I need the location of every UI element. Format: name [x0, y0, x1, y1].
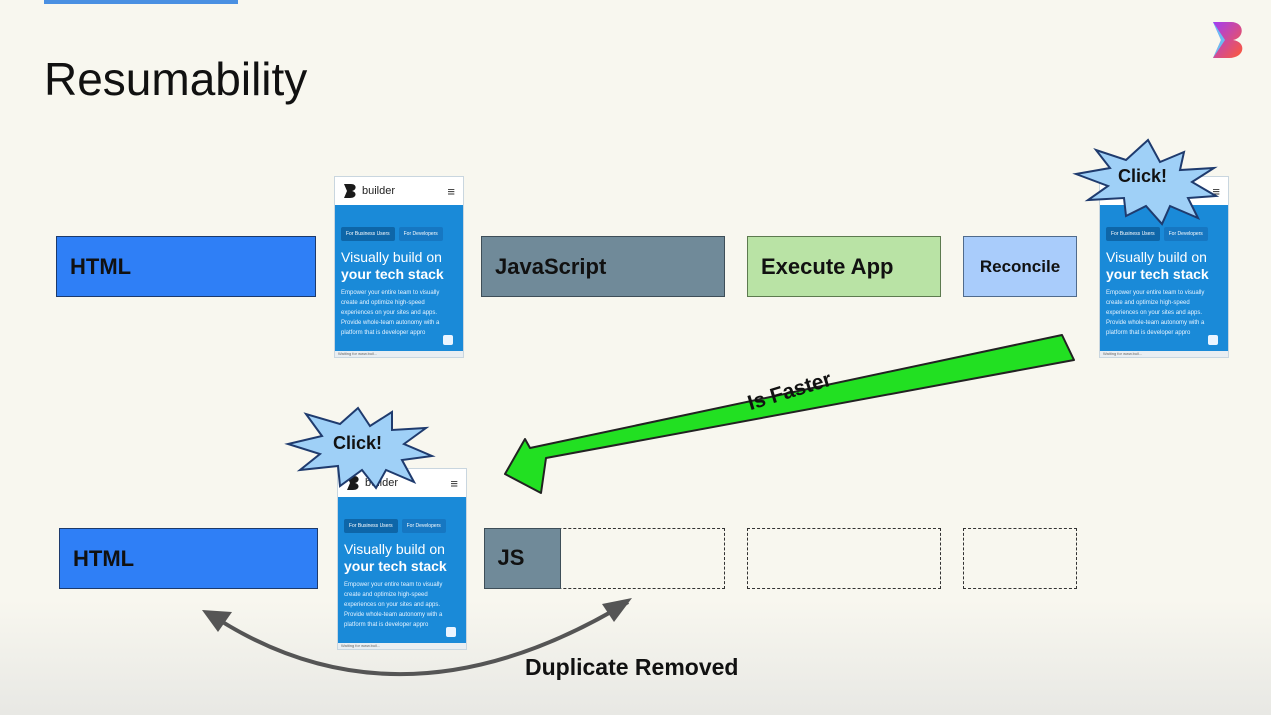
phone-headline: Visually build on your tech stack [1106, 249, 1209, 282]
row1-javascript-block: JavaScript [481, 236, 725, 297]
duplicate-arrow-head-left-icon [202, 610, 232, 632]
duplicate-removed-label: Duplicate Removed [525, 654, 739, 680]
menu-icon: ≡ [1212, 183, 1220, 199]
top-accent-bar [44, 0, 238, 4]
phone-headline: Visually build on your tech stack [341, 249, 444, 282]
phone-tab-developers: For Developers [1163, 227, 1208, 241]
faster-arrow-icon [504, 334, 1075, 494]
chat-icon [443, 335, 453, 345]
phone-tab-business: For Business Users [341, 227, 395, 241]
builder-mark-icon [344, 184, 356, 198]
phone-mockup: builder ≡ For Business Users For Develop… [334, 176, 464, 358]
row2-javascript-placeholder: JS [483, 527, 725, 589]
row2-js-block: JS [483, 527, 561, 589]
phone-status-bar: Waiting for www.buil... [338, 643, 466, 649]
menu-icon: ≡ [450, 475, 458, 491]
phone-headline: Visually build on your tech stack [344, 541, 447, 574]
duplicate-arrow-icon [208, 600, 630, 676]
phone-brand: builder [362, 185, 396, 197]
row1-html-block: HTML [56, 236, 316, 297]
phone-body-text: Empower your entire team to visually cre… [344, 582, 443, 628]
phone-body-text: Empower your entire team to visually cre… [1106, 290, 1205, 336]
row2-reconcile-placeholder [963, 528, 1077, 589]
slide-title: Resumability [44, 53, 308, 105]
phone-status-bar: Waiting for www.buil... [1100, 351, 1228, 357]
row1-click-label: Click! [1118, 166, 1168, 186]
click-burst-icon [284, 406, 436, 490]
row2-execute-placeholder [747, 528, 941, 589]
phone-status-bar: Waiting for www.buil... [335, 351, 463, 357]
phone-tab-developers: For Developers [401, 519, 446, 533]
chat-icon [446, 627, 456, 637]
row1-execute-app-block: Execute App [747, 236, 941, 297]
menu-icon: ≡ [447, 183, 455, 199]
builder-logo-icon [1213, 22, 1243, 58]
phone-tab-developers: For Developers [398, 227, 443, 241]
chat-icon [1208, 335, 1218, 345]
phone-body-text: Empower your entire team to visually cre… [341, 290, 440, 336]
row2-click-label: Click! [333, 433, 383, 453]
phone-tab-business: For Business Users [344, 519, 398, 533]
duplicate-arrow-head-right-icon [602, 598, 632, 622]
click-burst-icon [1072, 138, 1220, 226]
phone-tab-business: For Business Users [1106, 227, 1160, 241]
phone-mockup: builder ≡ For Business Users For Develop… [337, 468, 467, 650]
row2-html-block: HTML [59, 528, 318, 589]
row1-reconcile-block: Reconcile [963, 236, 1077, 297]
phone-header: builder ≡ [335, 177, 463, 205]
